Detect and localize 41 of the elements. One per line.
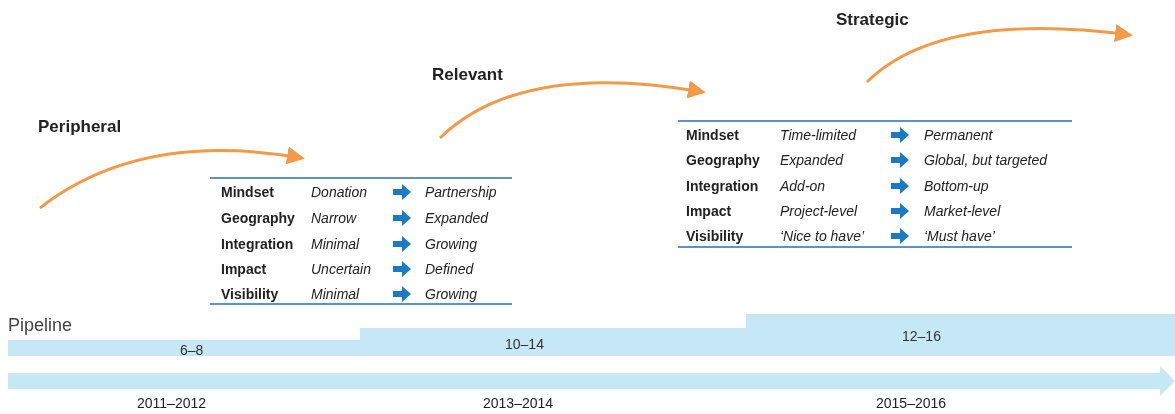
to-value: Growing [425, 287, 478, 301]
from-value: Time-limited [780, 128, 857, 142]
stage-title: Strategic [836, 11, 909, 28]
from-value: Minimal [311, 237, 360, 251]
to-value: Partnership [425, 185, 497, 199]
from-value: Add-on [780, 179, 826, 193]
pipeline-step-bar [8, 340, 360, 356]
from-value: Minimal [311, 287, 360, 301]
row-heading: Geography [686, 153, 760, 167]
row-heading: Geography [221, 211, 295, 225]
year-label: 2013–2014 [483, 396, 554, 410]
to-value: Expanded [425, 211, 489, 225]
from-value: Uncertain [311, 262, 371, 276]
pipeline-step-bar [746, 314, 1175, 356]
to-value: Permanent [924, 128, 993, 142]
row-heading: Integration [686, 179, 759, 193]
from-value: Narrow [311, 211, 357, 225]
pipeline-count: 10–14 [505, 337, 544, 351]
from-value: Expanded [780, 153, 844, 167]
year-label: 2011–2012 [137, 396, 207, 410]
to-value: Bottom-up [924, 179, 989, 193]
row-heading: Visibility [686, 229, 744, 243]
to-value: Global, but targeted [924, 153, 1047, 167]
pipeline-count: 12–16 [902, 329, 941, 343]
from-value: Donation [311, 185, 368, 199]
year-label: 2015–2016 [876, 396, 947, 410]
to-value: ‘Must have’ [924, 229, 995, 243]
row-heading: Mindset [686, 128, 739, 142]
from-value: ‘Nice to have’ [780, 229, 865, 243]
from-value: Project-level [780, 204, 858, 218]
row-heading: Impact [686, 204, 732, 218]
to-value: Growing [425, 237, 478, 251]
stage-title: Relevant [432, 66, 503, 83]
row-heading: Integration [221, 237, 294, 251]
row-heading: Visibility [221, 287, 279, 301]
to-value: Defined [425, 262, 474, 276]
row-heading: Impact [221, 262, 267, 276]
pipeline-count: 6–8 [180, 343, 204, 357]
row-heading: Mindset [221, 185, 274, 199]
to-value: Market-level [924, 204, 1001, 218]
stage-title: Peripheral [38, 118, 122, 135]
